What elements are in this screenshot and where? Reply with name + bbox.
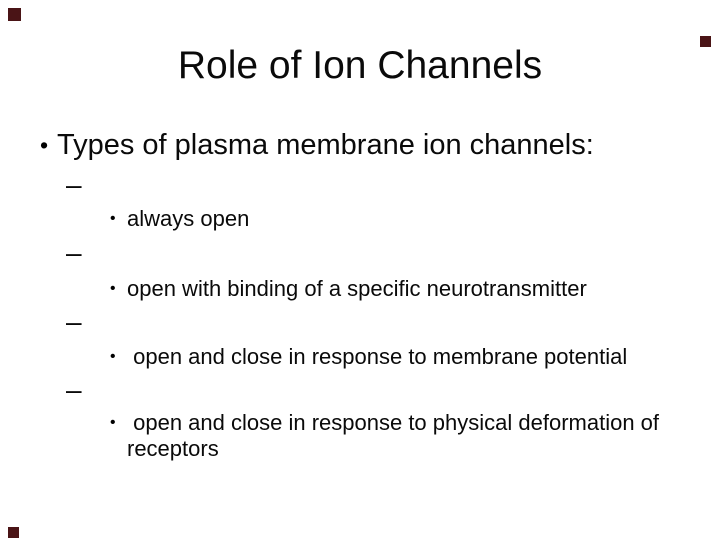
sub-bullet-text-1: always open (127, 206, 250, 231)
sub-bullet-row-3: • open and close in response to membrane… (110, 344, 627, 370)
slide-title: Role of Ion Channels (177, 44, 543, 87)
outline-dash-2: – (66, 237, 82, 268)
sub-bullet-row-2: • open with binding of a specific neurot… (110, 276, 587, 302)
outline-dash-3: – (66, 306, 82, 337)
corner-square-bottom-left (8, 527, 19, 538)
sub-bullet-row-4: • open and close in response to physical… (110, 410, 697, 462)
sub-bullet-row-1: • always open (110, 206, 249, 232)
outline-dash-4: – (66, 374, 82, 405)
corner-square-top-right (700, 36, 711, 47)
bullet-dot-icon: • (40, 132, 49, 158)
main-bullet-row: • Types of plasma membrane ion channels: (40, 128, 594, 163)
main-bullet-text: Types of plasma membrane ion channels: (57, 129, 594, 161)
sub-bullet-dot-icon: • (110, 348, 116, 365)
outline-dash-1: – (66, 169, 82, 200)
sub-bullet-text-3: open and close in response to membrane p… (127, 344, 628, 369)
sub-bullet-dot-icon: • (110, 210, 116, 227)
sub-bullet-dot-icon: • (110, 280, 116, 297)
sub-bullet-text-2: open with binding of a specific neurotra… (127, 276, 587, 301)
sub-bullet-dot-icon: • (110, 414, 116, 431)
corner-square-top-left (8, 8, 21, 21)
sub-bullet-text-4: open and close in response to physical d… (127, 410, 666, 461)
